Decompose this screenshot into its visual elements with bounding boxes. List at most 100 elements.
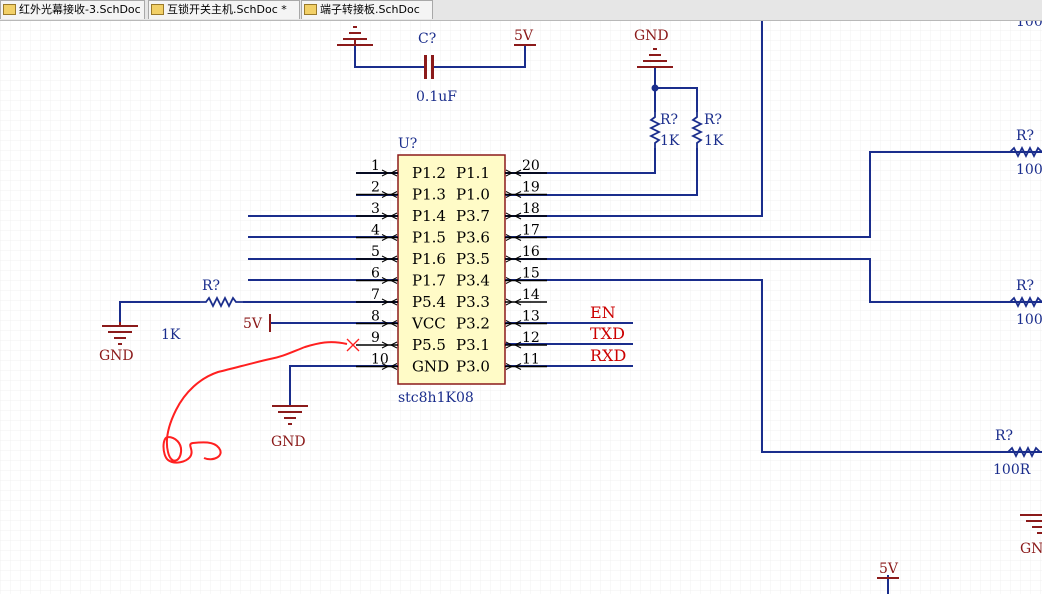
- ic-part: stc8h1K08: [398, 390, 474, 406]
- pin-number: 13: [522, 309, 540, 325]
- schematic-file-icon: [304, 3, 317, 15]
- ic-pin-16[interactable]: 16 P3.5: [456, 244, 547, 268]
- net-label-rxd: RXD: [590, 346, 626, 365]
- document-tab-bar: 红外光幕接收-3.SchDoc 互锁开关主机.SchDoc * 端子转接板.Sc…: [0, 0, 1042, 21]
- pin-number: 10: [371, 352, 389, 368]
- pin-name: P1.7: [412, 272, 446, 290]
- bottom-5v-label: 5V: [879, 561, 899, 577]
- ic-pin-6[interactable]: 6 P1.7: [356, 266, 446, 290]
- no-connect-marker: [346, 338, 360, 352]
- ic-pin-4[interactable]: 4 P1.5: [356, 223, 446, 247]
- net-label-txd: TXD: [590, 324, 625, 343]
- ic-body: [397, 154, 506, 385]
- capacitor-plate: [431, 55, 434, 79]
- ic-pin-1[interactable]: 1 P1.2: [356, 158, 446, 182]
- pin-name: P3.1: [456, 336, 490, 354]
- capacitor-plate: [424, 55, 427, 79]
- net-label-en: EN: [590, 303, 616, 322]
- ic-pin-8[interactable]: 8 VCC: [356, 309, 446, 333]
- right-r2-value: 100: [1016, 312, 1042, 328]
- right-corner-value: 100: [1016, 21, 1042, 30]
- pin-number: 20: [522, 158, 540, 174]
- pin-name: P1.5: [412, 229, 446, 247]
- pullup2-ref: R?: [704, 112, 722, 128]
- pin-number: 19: [522, 180, 540, 196]
- ic-pin-5[interactable]: 5 P1.6: [356, 244, 446, 268]
- pin-name: P3.0: [456, 358, 490, 376]
- pin-number: 5: [371, 244, 380, 260]
- freehand-annotation: [162, 341, 348, 464]
- pin-number: 7: [371, 287, 380, 303]
- pullup1-ref: R?: [660, 112, 678, 128]
- pin-name: P3.3: [456, 293, 490, 311]
- pin-number: 11: [522, 352, 540, 368]
- right-r2-ref: R?: [1016, 278, 1034, 294]
- ic-pin-15[interactable]: 15 P3.4: [456, 266, 547, 290]
- right-r1-ref: R?: [1016, 128, 1034, 144]
- schematic-file-icon: [151, 3, 164, 15]
- vcc-5v-label: 5V: [243, 316, 263, 332]
- pin-number: 2: [371, 180, 380, 196]
- pin-name: P1.6: [412, 250, 446, 268]
- pullup2-value: 1K: [704, 133, 724, 149]
- right-r3-ref: R?: [995, 428, 1013, 444]
- pin-number: 8: [371, 309, 380, 325]
- ic-pin-14[interactable]: 14 P3.3: [456, 287, 547, 311]
- ic-pin-10[interactable]: 10 GND: [356, 352, 449, 376]
- ic-pin-13[interactable]: 13 P3.2: [456, 309, 547, 333]
- power-gnd-label: GND: [634, 28, 669, 44]
- pin-name: P3.6: [456, 229, 490, 247]
- pin-name: P3.7: [456, 207, 490, 225]
- pin-number: 4: [371, 223, 380, 239]
- capacitor[interactable]: C? 0.1uF: [416, 31, 457, 105]
- ic-pin-3[interactable]: 3 P1.4: [356, 201, 446, 225]
- ic-pin-9[interactable]: 9 P5.5: [356, 330, 446, 354]
- pin-number: 18: [522, 201, 540, 217]
- pin-number: 9: [371, 330, 380, 346]
- pin-number: 15: [522, 266, 540, 282]
- ic-gnd-label: GND: [271, 434, 306, 450]
- pin-name: GND: [412, 358, 449, 376]
- left-gnd-label: GND: [99, 348, 134, 364]
- pin-name: P3.2: [456, 315, 490, 333]
- pin-name: P3.5: [456, 250, 490, 268]
- pin-number: 3: [371, 201, 380, 217]
- pin-number: 6: [371, 266, 380, 282]
- power-symbols: [102, 26, 1042, 579]
- grid-background: [0, 21, 1042, 594]
- schematic-file-icon: [3, 3, 16, 15]
- capacitor-ref: C?: [418, 31, 436, 47]
- ic-pin-18[interactable]: 18 P3.7: [456, 201, 547, 225]
- pin-number: 1: [371, 158, 380, 174]
- pin-name: P3.4: [456, 272, 490, 290]
- ic-pin-11[interactable]: 11 P3.0: [456, 352, 547, 376]
- resistor-zigzags: [200, 112, 1042, 459]
- pin-number: 16: [522, 244, 540, 260]
- pin-name: P1.4: [412, 207, 446, 225]
- pin-name: P5.4: [412, 293, 446, 311]
- pin-name: VCC: [411, 315, 446, 333]
- capacitor-value: 0.1uF: [416, 89, 457, 105]
- tab-document-1[interactable]: 红外光幕接收-3.SchDoc: [0, 0, 145, 19]
- tab-document-3[interactable]: 端子转接板.SchDoc: [301, 0, 433, 19]
- tab-label: 端子转接板.SchDoc: [320, 3, 420, 16]
- ic-pin-20[interactable]: 20 P1.1: [456, 158, 547, 182]
- tab-document-2[interactable]: 互锁开关主机.SchDoc *: [148, 0, 300, 19]
- schematic-canvas[interactable]: C? 0.1uF 5V GND GND 5V GND GN 5V R? 1K R…: [0, 14, 1042, 594]
- ic-pin-7[interactable]: 7 P5.4: [356, 287, 446, 311]
- pullup1-value: 1K: [660, 133, 680, 149]
- tab-label: 互锁开关主机.SchDoc *: [167, 3, 287, 16]
- pin-number: 14: [522, 287, 540, 303]
- right-gnd-label: GN: [1020, 541, 1042, 557]
- pin-name: P1.1: [456, 164, 490, 182]
- pin-name: P5.5: [412, 336, 446, 354]
- right-r3-value: 100R: [993, 462, 1031, 478]
- right-r1-value: 100: [1016, 162, 1042, 178]
- power-5v-label: 5V: [514, 28, 534, 44]
- pin-name: P1.2: [412, 164, 446, 182]
